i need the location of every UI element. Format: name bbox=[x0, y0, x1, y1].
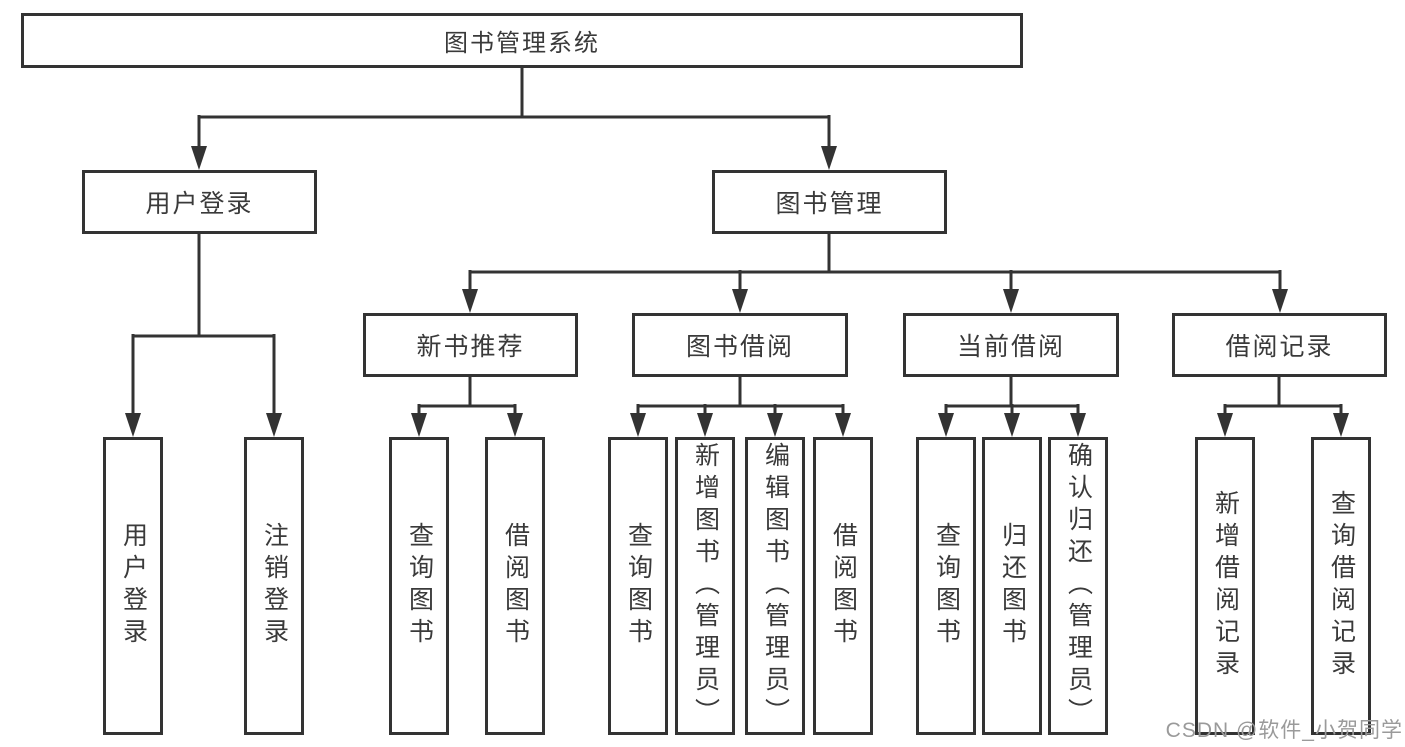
node-add-books-admin: 新增图书（管理员） bbox=[675, 437, 735, 735]
node-current-borrowing: 当前借阅 bbox=[903, 313, 1119, 377]
node-label: 查询图书 bbox=[624, 522, 653, 650]
node-label: 图书管理系统 bbox=[444, 30, 600, 57]
node-edit-books-admin: 编辑图书（管理员） bbox=[745, 437, 805, 735]
node-label: 借阅图书 bbox=[501, 522, 530, 650]
node-query-books-recommend: 查询图书 bbox=[389, 437, 449, 735]
node-return-books: 归还图书 bbox=[982, 437, 1042, 735]
node-user-login-leaf: 用户登录 bbox=[103, 437, 163, 735]
node-label: 图书管理 bbox=[775, 190, 884, 218]
node-label: 借阅记录 bbox=[1225, 333, 1334, 361]
csdn-watermark: CSDN @软件_小贺同学 bbox=[1165, 719, 1403, 742]
node-query-borrow-record: 查询借阅记录 bbox=[1311, 437, 1371, 735]
arrowheads bbox=[125, 146, 1349, 437]
node-query-books-borrowing: 查询图书 bbox=[608, 437, 668, 735]
node-new-book-recommend: 新书推荐 bbox=[363, 313, 578, 377]
node-user-login: 用户登录 bbox=[82, 170, 317, 234]
node-label: 查询图书 bbox=[405, 522, 434, 650]
node-label: 注销登录 bbox=[260, 522, 289, 650]
node-book-borrowing: 图书借阅 bbox=[632, 313, 848, 377]
node-logout-leaf: 注销登录 bbox=[244, 437, 304, 735]
node-label: 图书借阅 bbox=[685, 333, 794, 361]
node-borrow-books-recommend: 借阅图书 bbox=[485, 437, 545, 735]
node-borrow-books-leaf: 借阅图书 bbox=[813, 437, 873, 735]
node-label: 借阅图书 bbox=[829, 522, 858, 650]
node-query-books-current: 查询图书 bbox=[916, 437, 976, 735]
node-label: 新书推荐 bbox=[416, 333, 525, 361]
node-borrow-records: 借阅记录 bbox=[1172, 313, 1387, 377]
node-label: 确认归还（管理员） bbox=[1064, 442, 1093, 730]
node-label: 新增图书（管理员） bbox=[691, 442, 720, 730]
node-label: 用户登录 bbox=[119, 522, 148, 650]
node-label: 用户登录 bbox=[145, 190, 254, 218]
node-label: 查询图书 bbox=[932, 522, 961, 650]
node-add-borrow-record: 新增借阅记录 bbox=[1195, 437, 1255, 735]
node-confirm-return-admin: 确认归还（管理员） bbox=[1048, 437, 1108, 735]
node-library-management-system: 图书管理系统 bbox=[21, 13, 1023, 68]
node-label: 当前借阅 bbox=[956, 333, 1065, 361]
node-label: 新增借阅记录 bbox=[1211, 490, 1240, 682]
node-label: 编辑图书（管理员） bbox=[761, 442, 790, 730]
node-book-management: 图书管理 bbox=[712, 170, 947, 234]
node-label: 查询借阅记录 bbox=[1327, 490, 1356, 682]
node-label: 归还图书 bbox=[998, 522, 1027, 650]
